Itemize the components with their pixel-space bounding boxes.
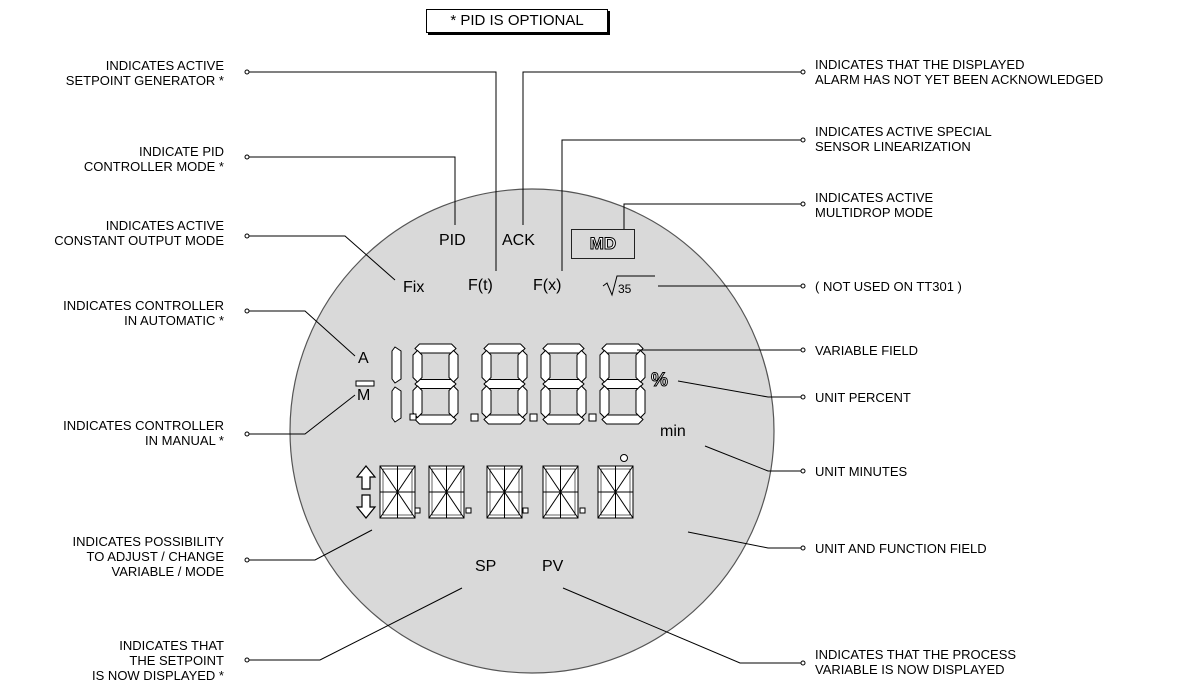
segment [576,349,587,383]
alphanumeric-cell [379,465,416,519]
callout-pv-displayed: INDICATES THAT THE PROCESS VARIABLE IS N… [815,647,1017,677]
segment [542,414,585,425]
callout-unit-minutes: UNIT MINUTES [815,464,908,479]
percent-indicator: % [651,370,669,392]
segment [483,379,526,389]
callout-automatic: INDICATES CONTROLLER IN AUTOMATIC * [63,298,224,328]
sqrt-icon [602,275,655,297]
callout-variable-field: VARIABLE FIELD [815,343,919,358]
decimal-point [588,413,597,422]
process-variable-indicator: PV [542,558,564,575]
callout-constant-output: INDICATES ACTIVE CONSTANT OUTPUT MODE [54,218,224,248]
decimal-point [465,507,472,514]
callout-not-used: ( NOT USED ON TT301 ) [815,279,962,294]
decimal-point [414,507,421,514]
segment [412,385,423,419]
leader-dots [244,69,806,666]
auto-manual-separator [355,380,375,387]
segment [517,385,528,419]
alphanumeric-cell [597,465,634,519]
decimal-point [470,413,479,422]
fix-indicator: Fix [403,279,425,296]
minutes-indicator: min [660,423,686,440]
segment [542,379,585,389]
segment [412,349,423,383]
segment [540,349,551,383]
leading-one-segment [391,386,402,423]
segment [517,349,528,383]
automatic-indicator: A [358,350,369,367]
segment [599,385,610,419]
ft-indicator: F(t) [468,277,493,294]
segment [414,343,457,354]
up-arrow-icon [355,465,377,490]
pid-indicator: PID [439,232,466,249]
callout-pid-mode: INDICATE PID CONTROLLER MODE * [83,144,224,174]
decimal-point [409,413,417,421]
segment [601,379,644,389]
segment [601,414,644,425]
degree-dot [620,454,628,462]
decimal-point [522,507,529,514]
cell-inner [545,468,576,516]
alphanumeric-cell [542,465,579,519]
segment [542,343,585,354]
callout-ack: INDICATES THAT THE DISPLAYED ALARM HAS N… [815,57,1104,87]
callout-adjust: INDICATES POSSIBILITY TO ADJUST / CHANGE… [72,534,224,579]
leading-one-segment [391,346,402,384]
segment [414,379,457,389]
segment [483,343,526,354]
alphanumeric-cell [486,465,523,519]
cell-inner [489,468,520,516]
segment [635,349,646,383]
manual-indicator: M [357,387,371,404]
ack-indicator: ACK [502,232,535,249]
callout-unit-percent: UNIT PERCENT [815,390,911,405]
callout-manual: INDICATES CONTROLLER IN MANUAL * [63,418,224,448]
decimal-point [529,413,538,422]
segment [414,414,457,425]
leader-lines [247,71,803,664]
segment [601,343,644,354]
segment [481,349,492,383]
segment [481,385,492,419]
fx-indicator: F(x) [533,277,562,294]
setpoint-indicator: SP [475,558,497,575]
segment [540,385,551,419]
callout-linearization: INDICATES ACTIVE SPECIAL SENSOR LINEARIZ… [815,124,992,154]
segment [635,385,646,419]
callout-multidrop: INDICATES ACTIVE MULTIDROP MODE [815,190,934,220]
variable-digit-field [391,343,646,425]
pid-optional-note: * PID IS OPTIONAL [426,9,608,33]
callout-setpoint-displayed: INDICATES THAT THE SETPOINT IS NOW DISPL… [92,638,224,683]
cell-inner [382,468,413,516]
alphanumeric-field [379,465,634,519]
segment [448,349,459,383]
down-arrow-icon [355,494,377,519]
decimal-point [579,507,586,514]
sqrt-indicator: 35 [618,282,632,296]
callout-setpoint-generator: INDICATES ACTIVE SETPOINT GENERATOR * [65,58,224,88]
alphanumeric-cell [428,465,465,519]
segment [599,349,610,383]
segment [483,414,526,425]
lcd-face [289,188,775,674]
segment [576,385,587,419]
multidrop-indicator: MD [571,229,635,259]
segment [448,385,459,419]
cell-inner [600,468,631,516]
callout-unit-function: UNIT AND FUNCTION FIELD [815,541,987,556]
cell-inner [431,468,462,516]
